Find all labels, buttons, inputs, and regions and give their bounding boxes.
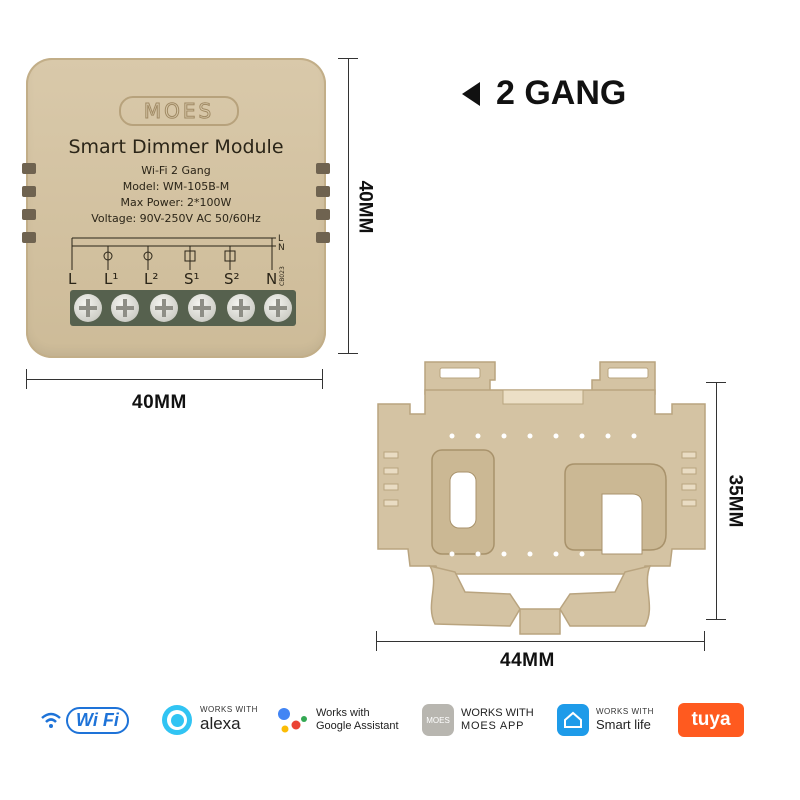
mounting-bracket (377, 361, 706, 635)
screw-icon (74, 294, 102, 322)
module-spec-power: Max Power: 2*100W (120, 196, 232, 209)
module-spec-gang: Wi-Fi 2 Gang (141, 164, 211, 177)
smart-life-icon (557, 704, 589, 736)
tuya-badge: tuya (678, 690, 744, 750)
terminal-label: S² (224, 270, 240, 288)
alexa-name: alexa (200, 714, 241, 734)
vent-slot (22, 209, 36, 220)
module-spec-model: Model: WM-105B-M (122, 180, 230, 193)
gang-text: 2 GANG (496, 74, 627, 112)
dimension-tick (376, 631, 377, 651)
dimension-tick (26, 369, 27, 389)
dimension-line (716, 382, 717, 620)
vent-slot (22, 163, 36, 174)
screw-icon (150, 294, 178, 322)
moes-app-name: MOES APP (461, 720, 525, 732)
dimension-line (26, 379, 323, 380)
moes-app-badge: MOES WORKS WITH MOES APP (422, 690, 534, 750)
moes-logo: MOES (119, 96, 239, 126)
side-code: CB023 (279, 266, 286, 286)
google-assistant-badge: Works with Google Assistant (276, 690, 399, 750)
wifi-signal-icon (41, 712, 61, 728)
module-width-label: 40MM (132, 392, 187, 413)
vent-slot (316, 186, 330, 197)
bracket-height-label: 35MM (724, 474, 746, 528)
module-spec-voltage: Voltage: 90V-250V AC 50/60Hz (91, 212, 261, 225)
module-title: Smart Dimmer Module (68, 136, 284, 158)
terminal-label: L² (144, 270, 159, 288)
dimension-tick (338, 58, 358, 59)
vent-slot (316, 209, 330, 220)
wiring-schematic: L N CB023 (71, 234, 286, 286)
alexa-icon (162, 705, 192, 735)
smart-life-badge: WORKS WITH Smart life (557, 690, 654, 750)
terminal-label: L¹ (104, 270, 119, 288)
bracket-width-label: 44MM (500, 650, 555, 671)
dimension-tick (322, 369, 323, 389)
dimension-tick (704, 631, 705, 651)
terminal-block (70, 290, 296, 326)
alexa-works-with: WORKS WITH (200, 704, 258, 714)
terminal-label: N (266, 270, 278, 288)
dimension-tick (706, 382, 726, 383)
module-height-label: 40MM (354, 180, 376, 234)
moes-app-icon: MOES (422, 704, 454, 736)
arrow-left-icon (462, 81, 480, 106)
google-works-with: Works with (316, 706, 370, 719)
moes-app-icon-text: MOES (426, 715, 450, 725)
dimension-line (348, 58, 349, 354)
tuya-text: tuya (691, 709, 731, 730)
dimension-tick (706, 619, 726, 620)
google-assistant-icon (278, 708, 307, 733)
dimmer-module: MOES Smart Dimmer Module Wi-Fi 2 Gang Mo… (22, 58, 330, 358)
screw-icon (111, 294, 139, 322)
wifi-badge: Wi Fi (40, 690, 129, 750)
dimension-line (376, 641, 704, 642)
dimension-tick (338, 353, 358, 354)
moes-works-with: WORKS WITH (461, 706, 534, 719)
smartlife-works-with: WORKS WITH (596, 707, 654, 717)
screw-icon (227, 294, 255, 322)
compatibility-badges: Wi Fi WORKS WITH alexa Works with Google… (0, 690, 800, 750)
google-name: Google Assistant (316, 720, 399, 732)
terminal-label: S¹ (184, 270, 200, 288)
smartlife-name: Smart life (596, 716, 651, 732)
vent-slot (316, 163, 330, 174)
schematic-L-label: L (278, 234, 283, 244)
vent-slot (22, 186, 36, 197)
screw-icon (264, 294, 292, 322)
alexa-badge: WORKS WITH alexa (162, 690, 258, 750)
wifi-text: Wi Fi (66, 706, 129, 734)
terminal-label: L (68, 270, 77, 288)
schematic-N-label: N (278, 243, 285, 253)
screw-icon (188, 294, 216, 322)
gang-label: 2 GANG (462, 74, 626, 113)
tuya-logo: tuya (678, 703, 744, 737)
vent-slot (22, 232, 36, 243)
vent-slot (316, 232, 330, 243)
